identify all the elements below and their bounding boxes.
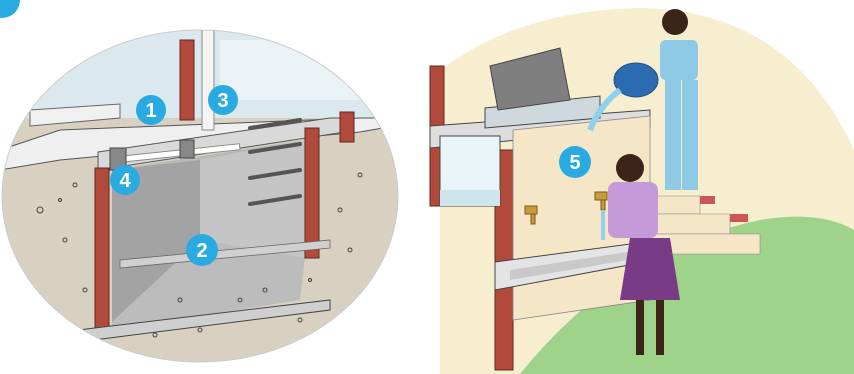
tank-cross-section: [1, 29, 399, 363]
corner-badge-fragment: [0, 0, 20, 18]
badge-3: 3: [208, 85, 238, 115]
svg-text:4: 4: [119, 170, 131, 192]
brick-wall-right: [304, 127, 320, 259]
brick-chimney: [179, 39, 195, 121]
svg-text:1: 1: [145, 100, 156, 122]
svg-text:2: 2: [196, 240, 207, 262]
soil-dots: [36, 172, 363, 338]
svg-text:5: 5: [569, 152, 580, 174]
svg-text:3: 3: [217, 90, 228, 112]
ladder-rungs: [248, 118, 302, 206]
person-pouring-water: [587, 9, 698, 190]
badge-2: 2: [186, 234, 218, 266]
vent-pipe: [201, 30, 215, 131]
brick-wall-left: [94, 167, 110, 331]
badge-5: 5: [559, 146, 591, 178]
person-washing-hands: [608, 154, 680, 355]
tap-icon: [524, 191, 608, 225]
handwashing-station: [429, 8, 854, 374]
badge-1: 1: [136, 95, 166, 125]
water-stream: [601, 210, 605, 240]
stairs: [649, 195, 761, 255]
grass: [520, 216, 854, 374]
badge-4: 4: [110, 165, 140, 195]
station-lid: [489, 47, 571, 111]
